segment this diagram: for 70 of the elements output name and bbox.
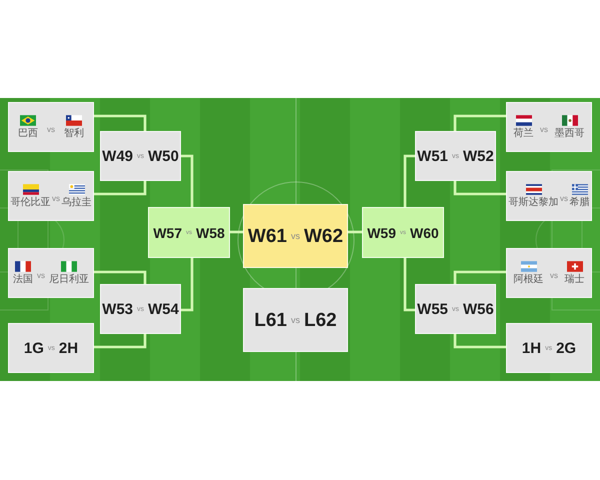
- versus-label: vs: [291, 316, 300, 324]
- team-slot-label: W59: [367, 226, 396, 240]
- team-name: 哥伦比亚: [10, 198, 50, 208]
- bracket-line: [181, 154, 194, 207]
- team-slot-label: W62: [304, 226, 344, 246]
- bracket-line: [94, 114, 146, 131]
- versus-label: vs: [560, 195, 568, 203]
- match-box: [243, 204, 348, 268]
- match-box: [100, 131, 181, 181]
- team-name: 瑞士: [564, 275, 584, 285]
- team-name: 墨西哥: [554, 129, 584, 139]
- team-slot-label: W53: [102, 302, 133, 316]
- match-box: [506, 248, 592, 298]
- bracket-line: [454, 334, 506, 348]
- versus-label: vs: [37, 272, 45, 280]
- bracket-line: [94, 334, 146, 348]
- match-box: [415, 284, 496, 334]
- match-box: [362, 207, 444, 258]
- team-name: 阿根廷: [514, 275, 544, 285]
- match-box: [8, 102, 94, 152]
- team-name: 智利: [64, 129, 84, 139]
- team-slot-label: W49: [102, 148, 133, 164]
- versus-label: vs: [52, 195, 60, 203]
- team-slot-label: 2H: [58, 340, 78, 356]
- match-box: [506, 323, 592, 373]
- bracket-line: [404, 154, 415, 207]
- match-box: [243, 288, 348, 352]
- match-box: [415, 131, 496, 181]
- match-box: [8, 171, 94, 221]
- team-slot-label: W50: [148, 148, 179, 164]
- match-box: [8, 323, 94, 373]
- team-slot-label: W56: [463, 302, 494, 316]
- team-slot-label: W54: [148, 302, 179, 316]
- versus-label: vs: [47, 126, 55, 134]
- team-name: 法国: [13, 275, 33, 285]
- bracket-line: [454, 270, 506, 284]
- team-slot-label: W52: [463, 148, 494, 164]
- team-slot-label: W58: [196, 226, 225, 240]
- match-box: [506, 171, 592, 221]
- versus-label: vs: [291, 232, 300, 240]
- match-box: [506, 102, 592, 152]
- team-slot-label: 2G: [556, 340, 576, 356]
- team-slot-label: W55: [417, 302, 448, 316]
- match-box: [8, 248, 94, 298]
- team-slot-label: L61: [254, 310, 287, 330]
- bracket-line: [94, 270, 146, 284]
- bracket-line: [230, 230, 243, 234]
- bracket-line: [454, 114, 506, 131]
- team-name: 巴西: [18, 129, 38, 139]
- team-slot-label: 1G: [24, 340, 44, 356]
- team-name: 乌拉圭: [62, 198, 92, 208]
- team-slot-label: W60: [410, 226, 439, 240]
- team-slot-label: 1H: [522, 340, 542, 356]
- team-slot-label: W51: [417, 148, 448, 164]
- team-slot-label: L62: [304, 310, 337, 330]
- match-box: [148, 207, 230, 258]
- match-box: [100, 284, 181, 334]
- team-name: 希腊: [570, 198, 590, 208]
- bracket-line: [404, 258, 415, 312]
- bracket-line: [454, 181, 506, 196]
- bracket-line: [348, 230, 362, 234]
- team-name: 荷兰: [514, 129, 534, 139]
- bracket-line: [181, 258, 194, 312]
- team-slot-label: W61: [248, 226, 287, 246]
- team-name: 哥斯达黎加: [508, 198, 558, 208]
- versus-label: vs: [550, 272, 558, 280]
- bracket-line: [94, 181, 146, 196]
- versus-label: vs: [540, 126, 548, 134]
- team-name: 尼日利亚: [49, 275, 89, 285]
- team-slot-label: W57: [153, 226, 182, 240]
